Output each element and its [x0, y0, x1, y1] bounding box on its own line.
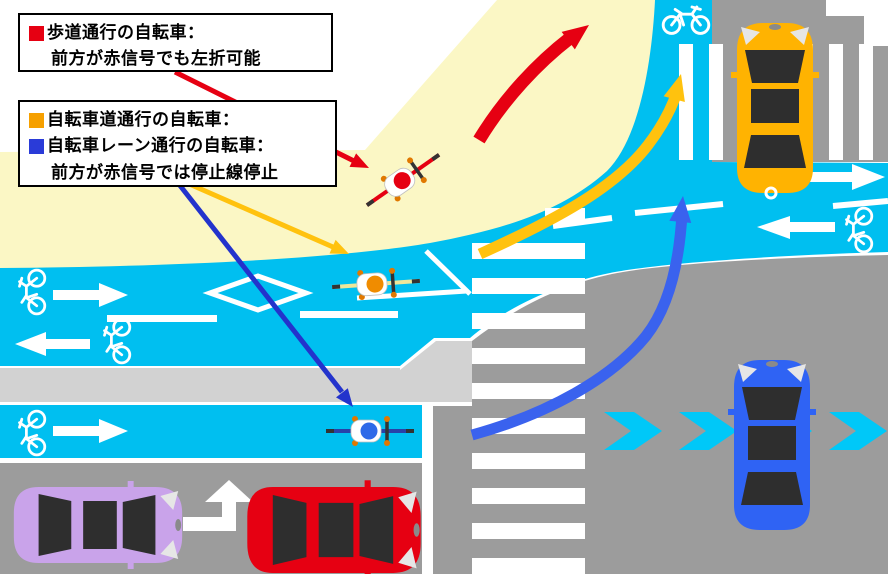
sidewalk-cyclist — [365, 153, 441, 207]
legend-text: 自転車道通行の自転車： — [47, 110, 240, 129]
cyclist-head — [393, 172, 411, 190]
yellow-car — [731, 23, 819, 193]
bike-lane-route-arrow — [470, 196, 692, 441]
cycle-road-route-arrow — [477, 74, 685, 260]
chevron-right — [829, 412, 887, 450]
legend-text: 前方が赤信号でも左折可能 — [51, 49, 261, 69]
crosswalk-stripe — [829, 44, 843, 160]
legend-line: 歩道通行の自転車： — [29, 20, 323, 46]
median-strip — [0, 341, 472, 402]
legend-line: 前方が赤信号では停止線停止 — [29, 160, 327, 186]
legend-text: 歩道通行の自転車： — [47, 23, 205, 42]
chevron-right — [604, 412, 662, 450]
cycle-road-cyclist — [331, 267, 421, 301]
blue-square-bullet-icon — [29, 139, 44, 155]
crosswalk-stripe — [472, 488, 585, 504]
crosswalk-stripe — [472, 523, 585, 539]
legend-box-cycleway: 自転車道通行の自転車： 自転車レーン通行の自転車： 前方が赤信号では停止線停止 — [18, 100, 337, 187]
cycle-track-markings-west — [15, 249, 472, 356]
legend-line: 前方が赤信号でも左折可能 — [29, 46, 323, 72]
bicycle-lane-markings — [53, 419, 128, 443]
crosswalk-stripe — [472, 453, 585, 469]
center-dash — [300, 311, 398, 318]
purple-car — [13, 481, 183, 569]
guide-line — [424, 249, 472, 296]
crosswalk-stripe — [472, 383, 585, 399]
legend-text: 前方が赤信号では停止線停止 — [51, 162, 279, 182]
lane-arrow-left-head — [15, 332, 46, 356]
bike-lane-cyclist — [326, 416, 414, 446]
red-car — [247, 480, 421, 574]
legend-text: 自転車レーン通行の自転車： — [47, 136, 274, 156]
lane-arrow-right-head — [852, 164, 885, 190]
crosswalk-stripe — [472, 558, 585, 574]
crosswalk-stripe — [679, 44, 693, 160]
sidewalk-corner-ne — [826, 0, 888, 46]
diamond-marking — [202, 273, 314, 313]
lane-dash — [552, 215, 613, 229]
lane-arrow-right-tail — [801, 172, 852, 182]
lane-arrow-right-head — [99, 283, 128, 307]
center-dash — [107, 315, 217, 322]
leader-arrow-blue — [176, 181, 353, 407]
lane-arrow-right-head — [99, 419, 128, 443]
crosswalk-stripe — [709, 44, 723, 160]
car-hub-mark — [764, 186, 778, 200]
orange-square-bullet-icon — [29, 112, 44, 128]
lane-arrow-left-head — [757, 216, 790, 239]
cyclist-head — [366, 275, 384, 293]
sidewalk-area — [0, 0, 655, 270]
lane-arrow-right-tail — [53, 290, 99, 300]
crosswalk-stripe — [472, 278, 585, 294]
legend-line: 自転車道通行の自転車： — [29, 107, 327, 133]
lane-arrow-left-tail — [790, 222, 835, 232]
blue-car — [728, 360, 816, 530]
legend-box-sidewalk: 歩道通行の自転車： 前方が赤信号でも左折可能 — [18, 13, 333, 72]
chevron-right — [679, 412, 737, 450]
lane-arrow-left-tail — [46, 339, 90, 349]
crosswalk-stripe — [472, 313, 585, 329]
guide-line — [356, 288, 468, 301]
cyclist-head — [360, 422, 378, 440]
legend-line: 自転車レーン通行の自転車： — [29, 133, 327, 159]
cycle-path-network — [0, 0, 888, 366]
red-square-bullet-icon — [29, 25, 44, 41]
lane-dash — [832, 198, 888, 209]
lane-arrow-right-tail — [53, 426, 99, 436]
leader-arrow-yellow — [185, 180, 349, 254]
left-turn-arrow-marking — [183, 480, 253, 531]
crosswalk-stripe — [472, 348, 585, 364]
crosswalk-stripe — [859, 44, 873, 160]
sidewalk-bike-route-arrow — [473, 25, 589, 144]
